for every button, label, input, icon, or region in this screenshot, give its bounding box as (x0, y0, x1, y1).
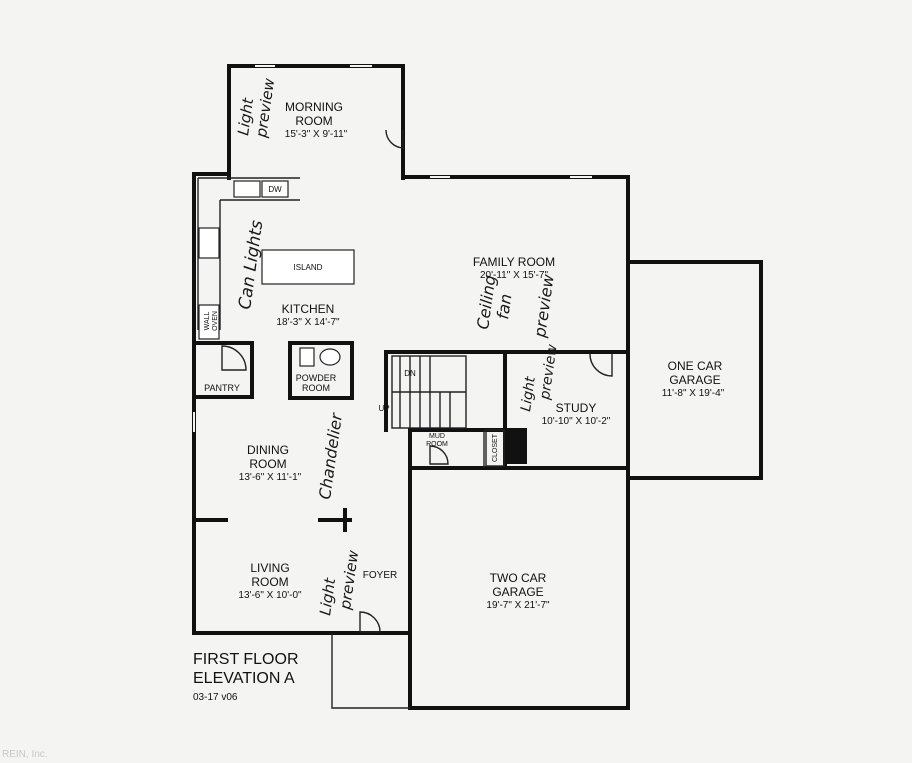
two-car-garage-dims: 19'-7" X 21'-7" (486, 600, 550, 611)
dining-room-dims: 13'-6" X 11'-1" (239, 472, 302, 483)
one-car-garage-name-2: GARAGE (669, 373, 720, 387)
dining-room-name-1: DINING (247, 443, 289, 457)
two-car-garage-name-1: TWO CAR (490, 571, 547, 585)
family-room-dims: 20'-11" X 15'-7" (480, 270, 548, 281)
closet-label: CLOSET (492, 433, 499, 462)
version-label: 03-17 v06 (193, 692, 238, 703)
family-room-name: FAMILY ROOM (473, 255, 555, 269)
light-preview-living-a: Light (316, 576, 339, 617)
island (261, 249, 355, 285)
wall-oven-label-1: WALL (204, 311, 211, 330)
kitchen-dims: 18'-3" X 14'-7" (276, 317, 340, 328)
mud-room-label-2: ROOM (426, 441, 448, 448)
stairs-up-label: UP (378, 404, 389, 413)
floor-title: FIRST FLOOR ELEVATION A (193, 650, 299, 688)
stairs-down-label: DN (404, 369, 416, 378)
living-room-name-1: LIVING (250, 561, 289, 575)
small-labels: ISLAND DW WALL OVEN PANTRY POWDER ROOM D… (204, 185, 499, 581)
light-preview-morning-a: Light (234, 96, 257, 137)
living-room-name-2: ROOM (251, 575, 288, 589)
walls (192, 64, 763, 710)
chandelier-note: Chandelier (315, 411, 346, 501)
one-car-garage-name-1: ONE CAR (668, 359, 723, 373)
light-preview-study-b: preview (537, 343, 561, 402)
island-label: ISLAND (294, 263, 323, 272)
room-labels: MORNING ROOM 15'-3" X 9'-11" FAMILY ROOM… (238, 100, 724, 611)
mud-room-label-1: MUD (429, 433, 445, 440)
powder-room-label-2: ROOM (302, 383, 330, 393)
powder-room-label-1: POWDER (296, 373, 337, 383)
light-preview-study-a: Light (518, 375, 539, 412)
dining-room-name-2: ROOM (249, 457, 286, 471)
wall-oven-label-2: OVEN (212, 311, 219, 331)
morning-room-name-2: ROOM (295, 114, 332, 128)
living-room-dims: 13'-6" X 10'-0" (238, 590, 302, 601)
watermark: REIN, Inc. (2, 749, 48, 760)
handwritten-notes: Light preview Can Lights Ceiling fan pre… (234, 76, 561, 616)
study-name: STUDY (556, 401, 597, 415)
fixtures (193, 65, 613, 633)
study-dims: 10'-10" X 10'-2" (542, 416, 611, 427)
floor-title-line-1: FIRST FLOOR (193, 651, 299, 668)
morning-room-dims: 15'-3" X 9'-11" (285, 129, 348, 140)
ceiling-fan-note-c: preview (530, 272, 558, 339)
one-car-garage-dims: 11'-8" X 19'-4" (662, 388, 725, 399)
closet-block (505, 428, 527, 464)
staircase (391, 355, 467, 429)
kitchen-name: KITCHEN (282, 302, 335, 316)
dishwasher-label: DW (268, 185, 282, 194)
morning-room-name-1: MORNING (285, 100, 343, 114)
two-car-garage-name-2: GARAGE (492, 585, 543, 599)
ceiling-fan-note-b: fan (493, 293, 515, 321)
light-preview-living-b: preview (336, 548, 362, 611)
floor-title-line-2: ELEVATION A (193, 670, 295, 687)
pantry-label: PANTRY (204, 383, 240, 393)
light-preview-morning-b: preview (252, 76, 278, 139)
foyer-label: FOYER (363, 570, 397, 581)
